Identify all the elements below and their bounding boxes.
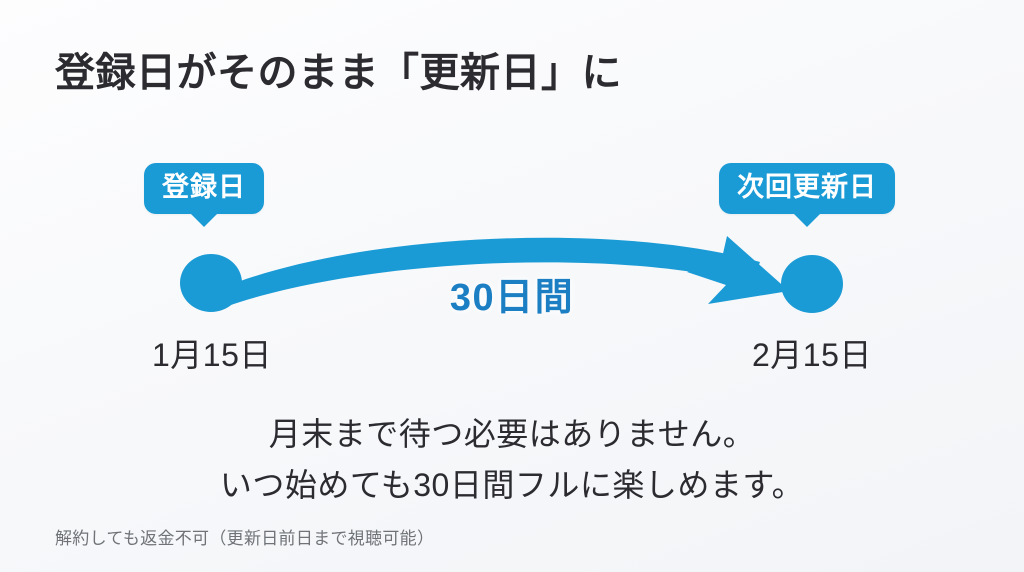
badge-registration-date-label: 登録日	[162, 172, 246, 202]
footnote: 解約しても返金不可（更新日前日まで視聴可能）	[55, 529, 435, 548]
badge-next-renewal-date-label: 次回更新日	[737, 172, 877, 202]
start-date-label: 1月15日	[152, 337, 272, 373]
badge-registration-date: 登録日	[144, 163, 264, 215]
end-date-label: 2月15日	[752, 337, 872, 373]
badge-next-renewal-date: 次回更新日	[719, 163, 895, 215]
description-line-1: 月末まで待つ必要はありません。	[268, 416, 756, 452]
description-line-2: いつ始めても30日間フルに楽しめます。	[219, 467, 805, 503]
page-title: 登録日がそのまま「更新日」に	[55, 51, 622, 95]
duration-label: 30日間	[449, 277, 575, 319]
